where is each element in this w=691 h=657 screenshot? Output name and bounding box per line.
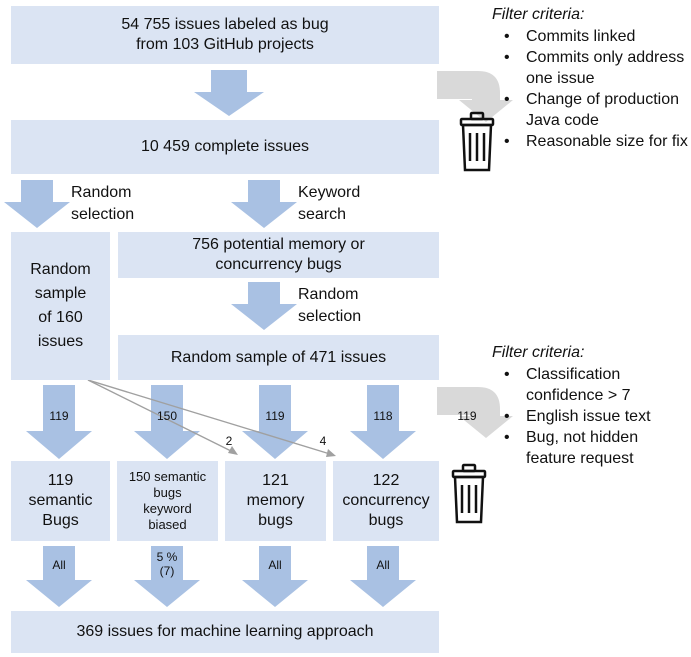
arrow-down-icon (242, 546, 308, 607)
filter-item: •Reasonable size for fix (504, 133, 688, 150)
arrow-down-icon (350, 546, 416, 607)
box-random-sample-471: Random sample of 471 issues (118, 335, 439, 380)
count-semantic-biased: 150 (156, 409, 178, 423)
arrow-down-icon (4, 180, 70, 228)
filter-criteria-top: Filter criteria: •Commits linked •Commit… (492, 4, 688, 152)
box-random-sample-160: Random sample of 160 issues (11, 232, 110, 380)
arrowhead-icon (326, 449, 336, 457)
arrow-down-icon (134, 546, 200, 607)
box-all-bugs: 54 755 issues labeled as bug from 103 Gi… (11, 6, 439, 64)
filter-item: •Commits only address one issue (504, 49, 685, 87)
box-potential-bugs: 756 potential memory or concurrency bugs (118, 232, 439, 278)
count-memory: 119 (265, 409, 285, 423)
discard-arrow-icon (437, 71, 513, 122)
count-all-3: All (376, 558, 390, 572)
arrowhead-icon (228, 446, 238, 455)
filter-item: •Commits linked (504, 28, 636, 45)
filter-item: •English issue text (504, 408, 651, 425)
arrow-down-icon (231, 180, 297, 228)
label-keyword-search: Keyword search (298, 184, 361, 223)
filter-title: Filter criteria: (492, 344, 585, 361)
arrow-down-icon (134, 385, 200, 459)
count-discarded: 119 (457, 409, 477, 423)
flow-line (87, 379, 234, 453)
label-random-selection-2: Random selection (298, 286, 362, 325)
arrow-down-icon (242, 385, 308, 459)
box-memory-bugs: 121 memory bugs (225, 461, 326, 541)
filter-title: Filter criteria: (492, 6, 585, 23)
filter-item: •Classification confidence > 7 (504, 366, 631, 404)
label-random-selection: Random selection (71, 184, 135, 223)
arrow-down-icon (231, 282, 297, 330)
discard-arrow-icon (437, 387, 513, 438)
count-two: 2 (225, 434, 233, 448)
count-concurrency: 118 (373, 409, 393, 423)
arrow-down-icon (194, 70, 264, 116)
trash-can-icon (451, 463, 487, 524)
arrow-down-icon (350, 385, 416, 459)
box-concurrency-bugs: 122 concurrency bugs (333, 461, 439, 541)
flow-line (87, 379, 331, 455)
filter-criteria-bottom: Filter criteria: •Classification confide… (492, 342, 688, 469)
box-complete-issues: 10 459 complete issues (11, 120, 439, 174)
filter-item: •Change of production Java code (504, 91, 679, 129)
filter-item: •Bug, not hidden feature request (504, 429, 639, 467)
trash-can-icon (459, 111, 495, 172)
count-four: 4 (319, 434, 327, 448)
box-semantic-bugs: 119 semantic Bugs (11, 461, 110, 541)
count-all-1: All (52, 558, 66, 572)
count-all-2: All (268, 558, 282, 572)
arrow-down-icon (26, 546, 92, 607)
box-semantic-biased: 150 semantic bugs keyword biased (117, 461, 218, 541)
box-final: 369 issues for machine learning approach (11, 611, 439, 653)
count-semantic: 119 (49, 409, 69, 423)
count-five-percent: 5 % (7) (156, 550, 178, 578)
arrow-down-icon (26, 385, 92, 459)
